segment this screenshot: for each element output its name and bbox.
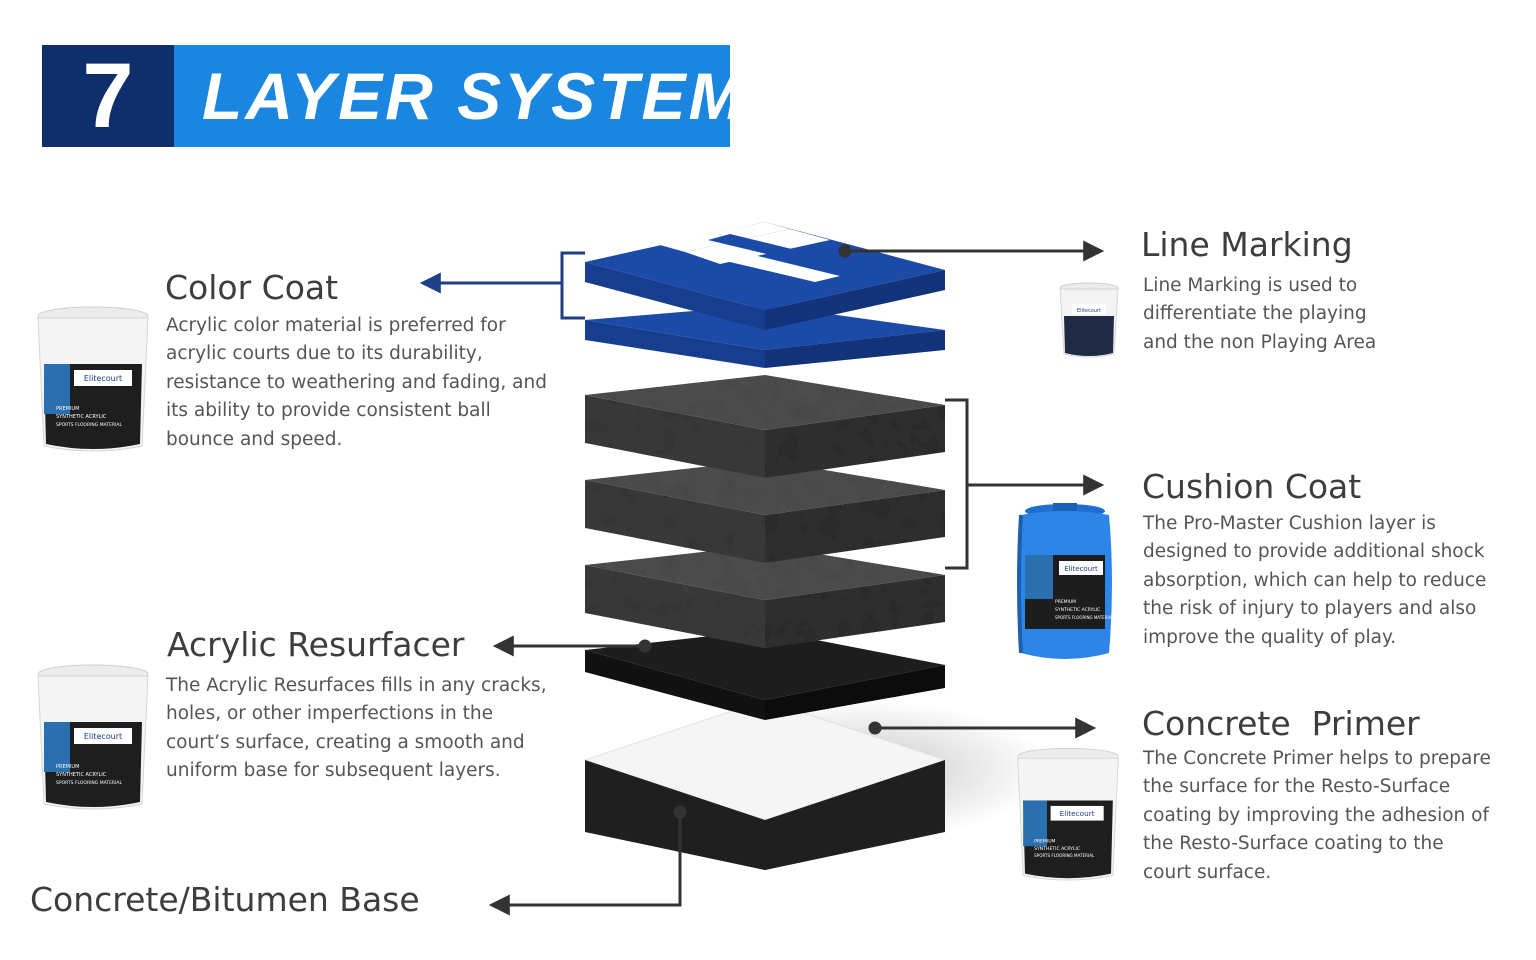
bucket-brand: Elitecourt [84,374,122,383]
svg-text:SPORTS FLOORING MATERIAL: SPORTS FLOORING MATERIAL [56,780,122,786]
cushion-layer-1 [585,375,945,478]
line-marking-bucket-image: Elitecourt [1059,282,1119,358]
acrylic-resurfacer-title: Acrylic Resurfacer [167,625,465,664]
svg-text:SPORTS FLOORING MATERIAL: SPORTS FLOORING MATERIAL [1055,615,1114,620]
acrylic-resurfacer-description: The Acrylic Resurfaces fills in any crac… [166,675,547,782]
svg-text:SYNTHETIC ACRYLIC: SYNTHETIC ACRYLIC [1034,846,1080,852]
color-coat-bucket-image: Elitecourt PREMIUM SYNTHETIC ACRYLIC SPO… [37,306,149,452]
svg-text:SPORTS FLOORING MATERIAL: SPORTS FLOORING MATERIAL [56,422,122,428]
svg-text:Elitecourt: Elitecourt [1060,809,1095,818]
svg-text:Elitecourt: Elitecourt [1064,565,1098,573]
concrete-primer-description: The Concrete Primer helps to prepare the… [1143,748,1491,883]
svg-text:Elitecourt: Elitecourt [1077,308,1101,314]
svg-text:SYNTHETIC ACRYLIC: SYNTHETIC ACRYLIC [56,772,107,778]
concrete-primer-title: Concrete Primer [1142,704,1420,743]
concrete-primer-bucket-image: Elitecourt PREMIUM SYNTHETIC ACRYLIC SPO… [1017,747,1119,881]
color-coat-title: Color Coat [165,268,339,307]
color-coat-layer-1 [585,222,945,330]
cushion-layer-3 [585,545,945,648]
acrylic-resurfacer-bucket-image: Elitecourt PREMIUM SYNTHETIC ACRYLIC SPO… [37,664,149,810]
line-marking-description: Line Marking is used to differentiate th… [1143,275,1377,353]
svg-text:PREMIUM: PREMIUM [56,406,79,412]
connector-lines [419,240,1105,916]
cushion-coat-drum-image: Elitecourt PREMIUM SYNTHETIC ACRYLIC SPO… [1017,503,1114,659]
color-coat-description: Acrylic color material is preferred for … [166,315,547,450]
acrylic-resurfacer-layer [585,630,945,720]
svg-text:PREMIUM: PREMIUM [1034,839,1055,845]
base-layer [583,699,1050,870]
line-marking-title: Line Marking [1141,225,1353,264]
base-title: Concrete/Bitumen Base [30,880,420,919]
cushion-coat-title: Cushion Coat [1142,467,1362,506]
banner-title: LAYER SYSTEM [174,45,744,147]
svg-text:SPORTS FLOORING MATERIAL: SPORTS FLOORING MATERIAL [1034,853,1095,858]
svg-text:SYNTHETIC ACRYLIC: SYNTHETIC ACRYLIC [56,414,107,420]
cushion-coat-description: The Pro-Master Cushion layer is designed… [1143,513,1487,648]
cushion-layer-2 [585,460,945,563]
svg-text:SYNTHETIC ACRYLIC: SYNTHETIC ACRYLIC [1055,607,1100,613]
banner-number: 7 [42,45,174,147]
title-banner: 7 LAYER SYSTEM [42,45,744,147]
svg-text:Elitecourt: Elitecourt [84,732,122,741]
svg-text:PREMIUM: PREMIUM [56,764,79,770]
svg-text:PREMIUM: PREMIUM [1055,599,1076,605]
